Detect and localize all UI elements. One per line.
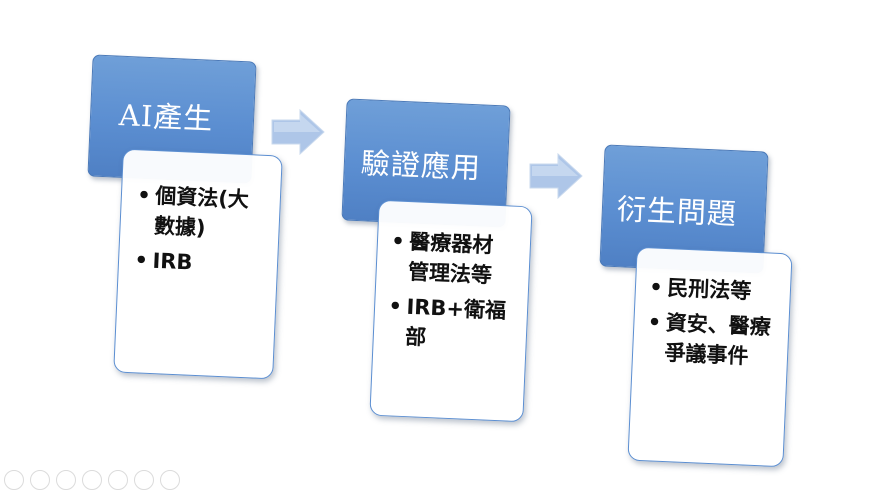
arrow-right-icon	[529, 152, 583, 200]
step-2-bullets: 醫療器材管理法等 IRB+衛福部	[386, 226, 514, 361]
prev-icon[interactable]	[4, 470, 24, 490]
step-3-title: 衍生問題	[616, 191, 738, 232]
step-1-bullet-2: IRB	[134, 245, 263, 281]
step-1-bullet-1: 個資法(大數據)	[135, 180, 265, 246]
pointer-icon[interactable]	[134, 470, 154, 490]
slides-icon[interactable]	[56, 470, 76, 490]
step-3-bullets: 民刑法等 資安、醫療爭議事件	[646, 272, 774, 377]
step-2-title: 驗證應用	[360, 145, 482, 186]
step-3-bullet-2: 資安、醫療爭議事件	[646, 307, 772, 372]
step-3-bullet-1: 民刑法等	[649, 272, 774, 307]
step-1-bullets: 個資法(大數據) IRB	[134, 180, 266, 285]
pen-icon[interactable]	[30, 470, 50, 490]
step-1-title: AI產生	[118, 97, 215, 137]
subtitle-icon[interactable]	[108, 470, 128, 490]
zoom-icon[interactable]	[82, 470, 102, 490]
step-2-bullet-1: 醫療器材管理法等	[389, 226, 514, 291]
arrow-right-icon	[271, 108, 325, 156]
step-2-bullet-2: IRB+衛福部	[387, 291, 512, 356]
more-icon[interactable]	[160, 470, 180, 490]
slideshow-toolbar	[4, 470, 180, 490]
